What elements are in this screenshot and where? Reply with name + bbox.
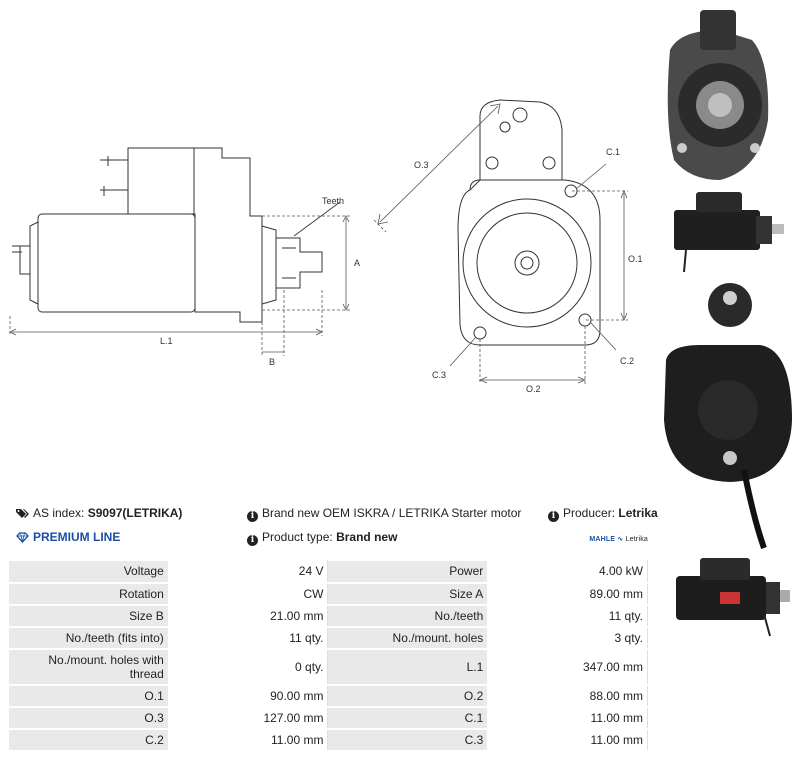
spec-value: 127.00 mm — [167, 706, 329, 730]
spec-key: No./mount. holes — [327, 626, 489, 650]
info-icon: i — [247, 511, 258, 522]
spec-value: 3 qty. — [487, 626, 648, 650]
photo-rear-end — [664, 283, 792, 550]
spec-key: C.2 — [8, 728, 169, 752]
spec-value: 21.00 mm — [167, 604, 329, 628]
spec-key: O.1 — [8, 684, 169, 708]
as-index: AS index: S9097(LETRIKA) — [16, 503, 182, 523]
spec-row: No./teeth (fits into)11 qty.No./mount. h… — [8, 626, 648, 650]
label-b: B — [269, 357, 275, 367]
spec-value: 11.00 mm — [167, 728, 329, 752]
label-c1: C.1 — [606, 147, 620, 157]
product-type: i Product type: Brand new — [247, 527, 397, 547]
mahle-letrika-logo: MAHLE ∿ Letrika — [589, 536, 648, 543]
label-a: A — [354, 258, 360, 268]
technical-drawings: Teeth A B L.1 O.3 C.1 O.1 C.2 C.3 O.2 — [9, 99, 643, 394]
premium-line-label: PREMIUM LINE — [33, 530, 121, 544]
info-icon: i — [247, 535, 258, 546]
label-o3: O.3 — [414, 160, 429, 170]
spec-value: CW — [167, 582, 329, 606]
spec-key: Size A — [327, 582, 489, 606]
label-o2: O.2 — [526, 384, 541, 394]
spec-value: 24 V — [167, 560, 329, 584]
description-text: Brand new OEM ISKRA / LETRIKA Starter mo… — [262, 506, 522, 520]
front-view-drawing — [457, 99, 601, 346]
spec-key: No./teeth (fits into) — [8, 626, 169, 650]
producer: i Producer: Letrika — [548, 503, 658, 523]
premium-line: PREMIUM LINE — [16, 527, 120, 547]
info-row-2: PREMIUM LINE i Product type: Brand new MA… — [16, 527, 648, 547]
info-icon: i — [548, 511, 559, 522]
diamond-icon — [16, 532, 29, 543]
spec-value: 11.00 mm — [487, 706, 648, 730]
producer-value: Letrika — [618, 506, 658, 520]
spec-key: C.3 — [327, 728, 489, 752]
spec-key: L.1 — [327, 648, 489, 686]
spec-value: 4.00 kW — [487, 560, 648, 584]
spec-key: Voltage — [8, 560, 169, 584]
label-o1: O.1 — [628, 254, 643, 264]
photo-side-large — [676, 558, 790, 637]
product-type-label: Product type: — [262, 530, 333, 544]
spec-value: 90.00 mm — [167, 684, 329, 708]
spec-key: O.2 — [327, 684, 489, 708]
photo-front-flange — [667, 10, 769, 180]
description: i Brand new OEM ISKRA / LETRIKA Starter m… — [247, 503, 521, 523]
info-row-1: AS index: S9097(LETRIKA) i Brand new OEM … — [16, 503, 658, 523]
label-c2: C.2 — [620, 356, 634, 366]
producer-label: Producer: — [563, 506, 616, 520]
label-teeth: Teeth — [322, 196, 344, 206]
spec-key: No./mount. holes with thread — [8, 648, 169, 686]
spec-value: 88.00 mm — [487, 684, 648, 708]
product-photos — [664, 10, 792, 637]
as-index-label: AS index: — [33, 506, 85, 520]
product-type-value: Brand new — [336, 530, 398, 544]
tag-icon — [16, 509, 29, 518]
spec-key: Rotation — [8, 582, 169, 606]
spec-value: 11.00 mm — [487, 728, 648, 752]
spec-value: 11 qty. — [167, 626, 329, 650]
spec-key: Power — [327, 560, 489, 584]
spec-value: 347.00 mm — [487, 648, 648, 686]
spec-value: 89.00 mm — [487, 582, 648, 606]
as-index-value: S9097(LETRIKA) — [87, 506, 183, 520]
photo-side-small — [674, 192, 784, 273]
label-c3: C.3 — [432, 370, 446, 380]
spec-key: Size B — [8, 604, 169, 628]
spec-value: 11 qty. — [487, 604, 648, 628]
label-l1: L.1 — [160, 336, 173, 346]
side-view-drawing — [12, 147, 341, 323]
spec-key: O.3 — [8, 706, 169, 730]
spec-value: 0 qty. — [167, 648, 329, 686]
spec-key: No./teeth — [327, 604, 489, 628]
spec-key: C.1 — [327, 706, 489, 730]
